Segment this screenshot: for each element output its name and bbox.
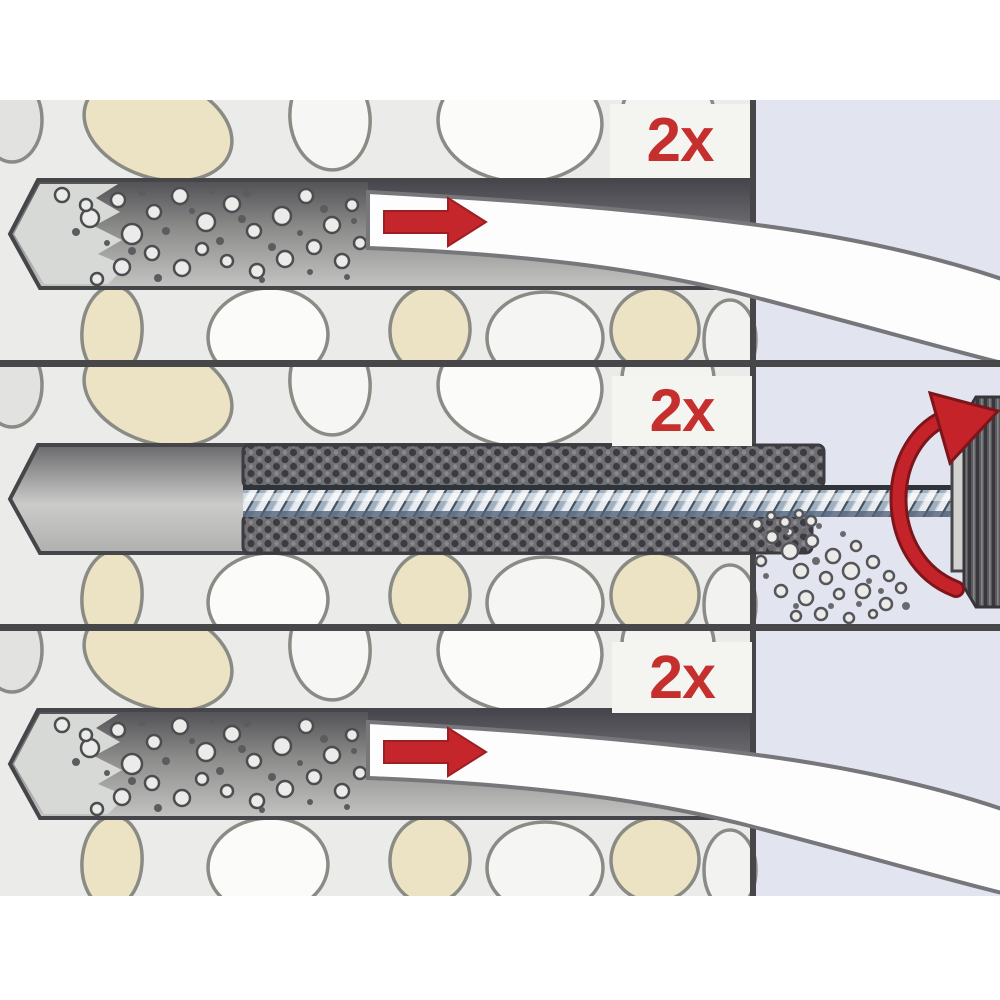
repeat-count-step-1: 2x xyxy=(610,104,750,178)
panel-divider xyxy=(0,624,1000,631)
threaded-rod xyxy=(243,485,958,517)
step-1-artwork xyxy=(0,57,1000,388)
step-2-artwork xyxy=(0,365,1000,631)
falling-dust-particles xyxy=(750,508,910,625)
repeat-count-step-2: 2x xyxy=(612,376,752,446)
panel-divider xyxy=(0,360,1000,367)
step-3-artwork xyxy=(0,587,1000,918)
repeat-count-step-3: 2x xyxy=(612,642,752,713)
rotation-clockwise-icon xyxy=(889,390,1000,598)
anchor-sleeve-mesh xyxy=(241,443,826,555)
